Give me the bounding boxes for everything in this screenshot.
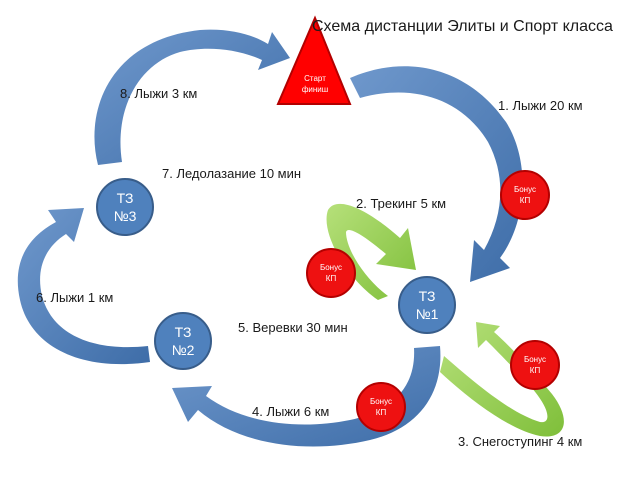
node-tz1: ТЗ №1 bbox=[398, 276, 456, 334]
arrow-stage-6 bbox=[17, 208, 151, 365]
node-tz2: ТЗ №2 bbox=[154, 312, 212, 370]
stage-label-6: 6. Лыжи 1 км bbox=[36, 290, 114, 305]
stage-label-7: 7. Ледолазание 10 мин bbox=[162, 166, 302, 181]
start-label-line2: финиш bbox=[301, 85, 329, 94]
stage-label-4: 4. Лыжи 6 км bbox=[252, 404, 330, 419]
bonus-kp-3-line1: Бонус bbox=[523, 355, 547, 364]
stage-label-2: 2. Трекинг 5 км bbox=[356, 196, 447, 211]
stage-label-3: 3. Снегоступинг 4 км bbox=[458, 434, 583, 449]
start-finish-label: Старт финиш bbox=[282, 73, 348, 95]
tz1-line2: №1 bbox=[415, 306, 439, 322]
arrow-stage-1 bbox=[350, 66, 523, 283]
tz1-line1: ТЗ bbox=[418, 288, 436, 304]
node-tz3: ТЗ №3 bbox=[96, 178, 154, 236]
bonus-kp-4-line2: КП bbox=[375, 408, 387, 417]
tz2-line2: №2 bbox=[171, 342, 195, 358]
tz2-line1: ТЗ bbox=[174, 324, 192, 340]
tz3-line2: №3 bbox=[113, 208, 137, 224]
bonus-kp-1-line2: КП bbox=[519, 196, 531, 205]
stage-label-5: 5. Веревки 30 мин bbox=[238, 320, 348, 335]
bonus-kp-4-line1: Бонус bbox=[369, 397, 393, 406]
tz3-line1: ТЗ bbox=[116, 190, 134, 206]
stage-label-1: 1. Лыжи 20 км bbox=[498, 98, 583, 113]
stage-label-8: 8. Лыжи 3 км bbox=[120, 86, 198, 101]
bonus-kp-2: Бонус КП bbox=[306, 248, 356, 298]
bonus-kp-2-line1: Бонус bbox=[319, 263, 343, 272]
bonus-kp-1: Бонус КП bbox=[500, 170, 550, 220]
bonus-kp-4: Бонус КП bbox=[356, 382, 406, 432]
arrow-stage-2 bbox=[326, 203, 416, 300]
bonus-kp-3-line2: КП bbox=[529, 366, 541, 375]
start-label-line1: Старт bbox=[304, 74, 326, 83]
bonus-kp-2-line2: КП bbox=[325, 274, 337, 283]
start-finish-triangle bbox=[276, 15, 352, 105]
bonus-kp-3: Бонус КП bbox=[510, 340, 560, 390]
arrow-stage-8 bbox=[94, 29, 290, 166]
diagram-title: Схема дистанции Элиты и Спорт класса bbox=[312, 18, 613, 35]
bonus-kp-1-line1: Бонус bbox=[513, 185, 537, 194]
